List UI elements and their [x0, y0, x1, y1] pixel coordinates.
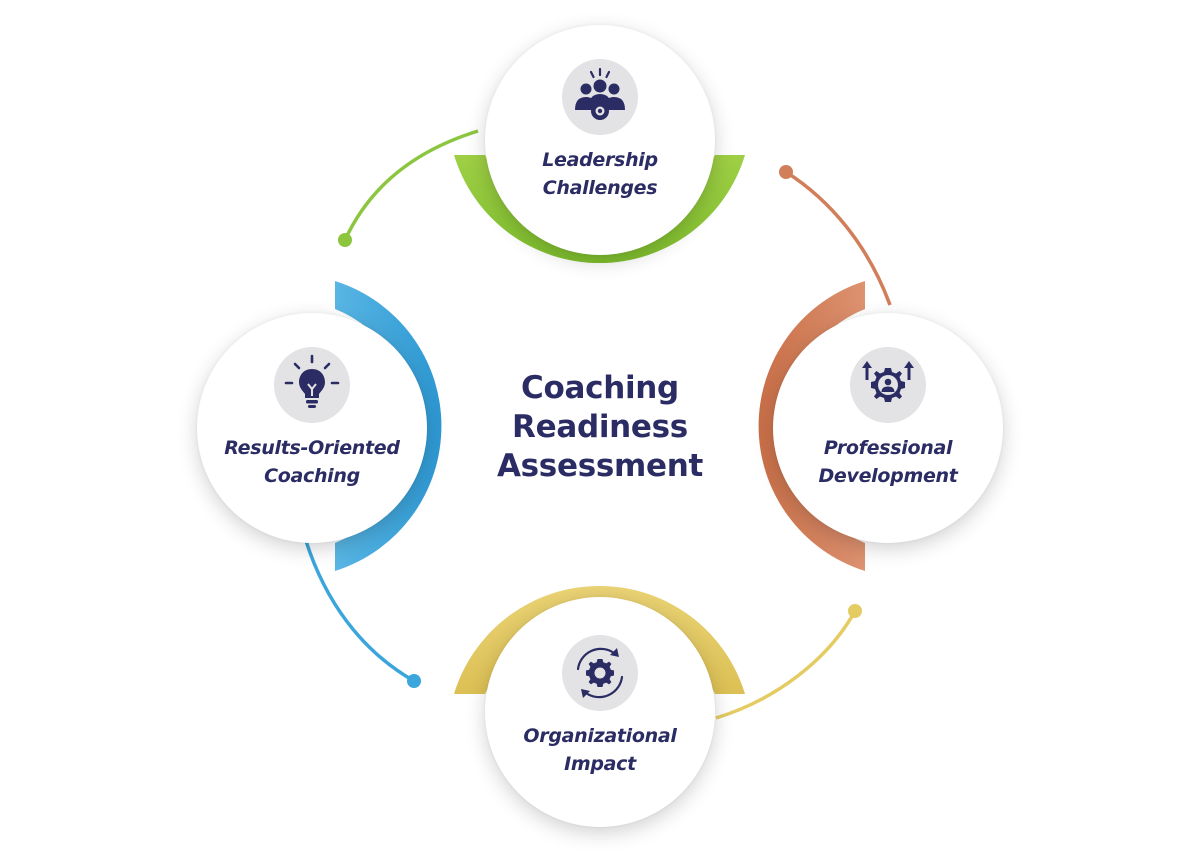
title-line-2: Readiness — [512, 409, 688, 445]
gear-cycle-icon — [576, 647, 624, 699]
arc-yellow — [454, 585, 745, 694]
label-line-2: Impact — [564, 753, 636, 775]
node-label: Leadership Challenges — [485, 146, 715, 202]
gear-person-arrows-icon — [862, 361, 914, 402]
connector-line-blue — [304, 540, 415, 683]
icon-disc — [562, 59, 638, 135]
title-line-1: Coaching — [521, 370, 679, 406]
icon-disc — [850, 347, 926, 423]
connector-line-green — [343, 129, 479, 241]
label-line-1: Results-Oriented — [224, 437, 400, 459]
arc-green — [454, 155, 745, 264]
title-line-3: Assessment — [496, 448, 704, 484]
connector-dot-green — [338, 233, 352, 247]
node-label: Professional Development — [773, 434, 1003, 490]
center-title: Coaching Readiness Assessment — [470, 369, 730, 486]
arc-orange — [758, 281, 865, 571]
node-results-oriented-coaching: Results-Oriented Coaching — [197, 313, 427, 543]
node-label: Results-Oriented Coaching — [197, 434, 427, 490]
connector-dot-orange — [779, 165, 793, 179]
connector-line-yellow — [715, 610, 857, 720]
label-line-2: Coaching — [264, 465, 360, 487]
node-organizational-impact: Organizational Impact — [485, 597, 715, 827]
connector-dot-blue — [407, 674, 421, 688]
icon-disc — [562, 635, 638, 711]
icon-disc — [274, 347, 350, 423]
connector-dot-yellow — [848, 604, 862, 618]
node-leadership-challenges: Leadership Challenges — [485, 25, 715, 255]
label-line-2: Challenges — [542, 177, 658, 199]
lightbulb-icon — [284, 354, 340, 408]
team-gear-icon — [575, 67, 625, 120]
label-line-1: Leadership — [542, 149, 658, 171]
label-line-2: Development — [818, 465, 958, 487]
label-line-1: Organizational — [523, 725, 677, 747]
label-line-1: Professional — [823, 437, 953, 459]
arc-blue — [335, 281, 442, 571]
connector-line-orange — [785, 170, 892, 306]
node-label: Organizational Impact — [485, 722, 715, 778]
node-professional-development: Professional Development — [773, 313, 1003, 543]
